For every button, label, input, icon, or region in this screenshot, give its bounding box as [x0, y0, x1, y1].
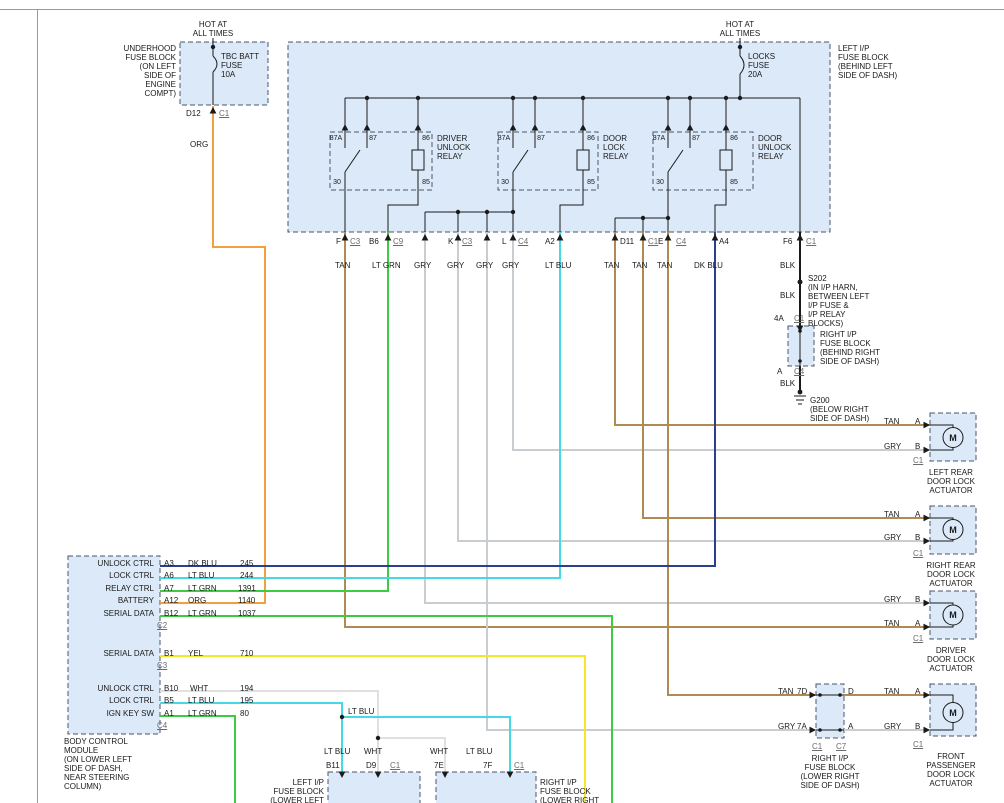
left-ip-fuse-block-box: [287, 41, 831, 233]
motor-circle-right-rear: [942, 519, 964, 540]
right-ip-fuse-block-lower2-box: [435, 771, 537, 803]
motor-circle-front-pass: [942, 702, 964, 723]
motor-circle-driver: [942, 604, 964, 626]
ground-g200-dot: [797, 389, 803, 395]
driver-actuator-box: [929, 590, 977, 640]
body-control-module-box: [67, 555, 161, 735]
left-ip-fuse-block-lower-box: [327, 771, 421, 803]
relay2-coil: [576, 149, 590, 171]
door-lock-relay-box: [497, 131, 599, 191]
wire-gry-driver: [424, 232, 930, 604]
pass-through-connectors: [799, 326, 844, 731]
door-unlock-relay-box: [652, 131, 754, 191]
wire-wht-unlock-ctrl: [160, 690, 446, 772]
wire-org-battery: [160, 106, 266, 604]
wire-yel-serial-data: [160, 655, 586, 803]
wire-tan-driver-lock: [344, 232, 930, 628]
wire-dkblu-unlock-ctrl: [160, 232, 716, 567]
wire-ltblu-lock-ctrl: [160, 232, 561, 579]
underhood-fuse-block-box: [179, 41, 269, 106]
relay1-internals: [344, 132, 419, 190]
component-boxes: [67, 41, 977, 803]
motor-circle-left-rear: [942, 427, 964, 448]
wire-tan-front-passenger: [667, 232, 930, 696]
wire-gry-right-rear: [457, 232, 930, 542]
wires: [160, 106, 930, 803]
wire-ltgrn-relay-ctrl: [160, 232, 389, 592]
relay-bus: [344, 97, 801, 232]
wire-ltgrn-serial-data: [160, 615, 613, 803]
wire-ltblu-lock-ctrl-2: [160, 702, 511, 772]
right-rear-actuator-box: [929, 505, 977, 555]
ground-symbol: [794, 395, 806, 405]
wire-tan-left-rear: [614, 232, 930, 426]
relay1-coil: [411, 149, 425, 171]
relay3-coil: [719, 149, 733, 171]
actuator-internals: [930, 424, 954, 731]
page-border: [0, 9, 1004, 803]
junction-dots: [210, 44, 842, 741]
left-rear-actuator-box: [929, 412, 977, 462]
wire-gry-left-rear: [512, 232, 930, 451]
wire-tan-right-rear: [642, 232, 930, 519]
splice-s202-dot: [797, 279, 803, 285]
relay2-internals: [512, 132, 584, 190]
wire-gry-front-passenger: [486, 232, 930, 731]
relay3-internals: [667, 132, 727, 190]
driver-unlock-relay-box: [329, 131, 433, 191]
wire-ltgrn-ign-key: [160, 715, 236, 803]
